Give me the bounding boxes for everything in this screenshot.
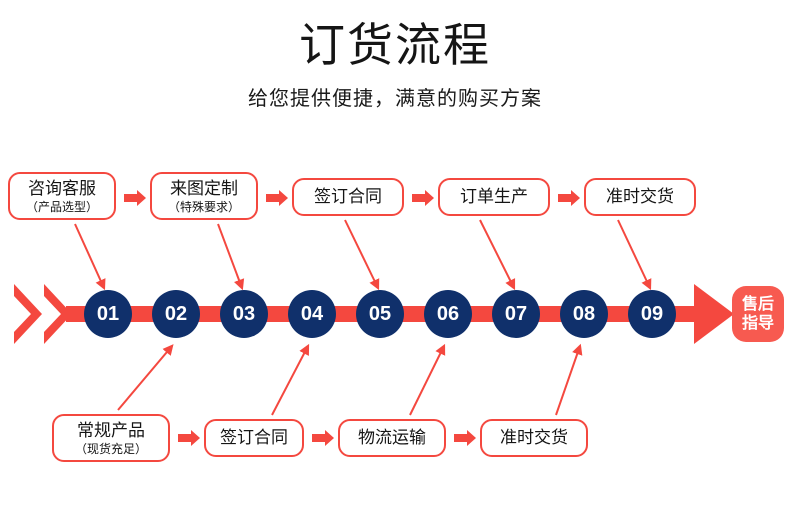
arrow-bottom2-to-step04 [271,343,310,416]
step-circle-08[interactable]: 08 [560,290,608,338]
bottom-connector-arrow-3 [454,430,476,446]
step-circle-05[interactable]: 05 [356,290,404,338]
after-sales-badge-line1: 售后 [741,296,774,313]
top-connector-arrow-3 [412,190,434,206]
top-box-2-line2: （特殊要求） [167,199,240,214]
header: 订货流程 给您提供便捷，满意的购买方案 [0,0,790,112]
top-box-4-line1: 订单生产 [460,187,528,206]
arrow-top2-to-step03 [217,223,245,291]
top-box-2[interactable]: 来图定制 （特殊要求） [150,172,258,220]
after-sales-badge-line2: 指导 [741,315,774,332]
arrow-bottom1-to-step02 [117,344,174,411]
bottom-box-1-line2: （现货充足） [74,441,147,456]
bottom-box-3-line1: 物流运输 [358,428,426,447]
band-chevron-1 [14,284,42,344]
top-connector-arrow-1 [124,190,146,206]
bottom-box-4-line1: 准时交货 [500,428,568,447]
after-sales-badge[interactable]: 售后 指导 [732,286,784,342]
step-circle-02[interactable]: 02 [152,290,200,338]
page-subtitle: 给您提供便捷，满意的购买方案 [248,88,542,110]
bottom-connector-arrow-1 [178,430,200,446]
top-box-1[interactable]: 咨询客服 （产品选型） [8,172,116,220]
bottom-box-1-line1: 常规产品 [77,420,145,440]
arrow-bottom3-to-step06 [409,343,446,416]
step-circle-03[interactable]: 03 [220,290,268,338]
step-circle-04[interactable]: 04 [288,290,336,338]
top-box-5-line1: 准时交货 [606,187,674,206]
bottom-box-3[interactable]: 物流运输 [338,419,446,457]
bottom-box-4[interactable]: 准时交货 [480,419,588,457]
top-box-3-line1: 签订合同 [314,187,382,206]
top-box-5[interactable]: 准时交货 [584,178,696,216]
bottom-box-1[interactable]: 常规产品 （现货充足） [52,414,170,462]
bottom-box-2-line1: 签订合同 [220,428,288,447]
top-connector-arrow-2 [266,190,288,206]
top-box-3[interactable]: 签订合同 [292,178,404,216]
arrow-top3-to-step05 [344,219,380,291]
page-title: 订货流程 [299,19,491,71]
top-box-1-line2: （产品选型） [25,199,98,214]
step-circle-01[interactable]: 01 [84,290,132,338]
bottom-connector-arrow-2 [312,430,334,446]
top-box-4[interactable]: 订单生产 [438,178,550,216]
arrow-top4-to-step07 [479,219,516,291]
top-connector-arrow-4 [558,190,580,206]
arrow-bottom4-to-step08 [555,343,583,416]
bottom-box-2[interactable]: 签订合同 [204,419,304,457]
timeline-arrowhead-icon [694,284,734,344]
step-circle-06[interactable]: 06 [424,290,472,338]
step-circle-07[interactable]: 07 [492,290,540,338]
arrow-top5-to-step09 [617,219,652,291]
top-box-2-line1: 来图定制 [170,178,238,198]
arrow-top1-to-step01 [74,223,106,291]
top-box-1-line1: 咨询客服 [28,178,96,198]
step-circle-09[interactable]: 09 [628,290,676,338]
